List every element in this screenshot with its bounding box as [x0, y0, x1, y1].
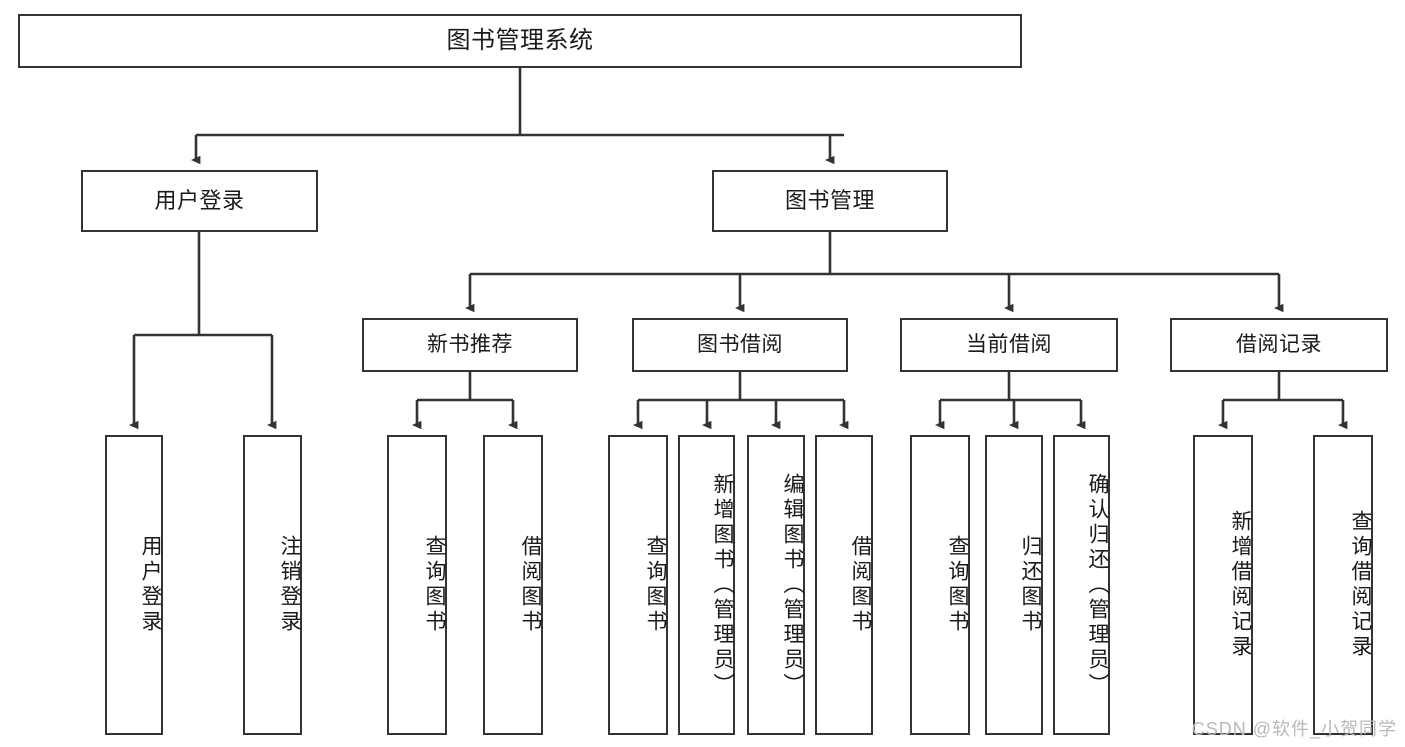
node-leaf-borrow-book-2[interactable]: 借阅图书 [815, 435, 873, 735]
node-leaf-query-book-2-label: 查询图书 [644, 535, 667, 635]
node-leaf-add-book[interactable]: 新增图书（管理员） [678, 435, 735, 735]
node-leaf-query-book-1[interactable]: 查询图书 [387, 435, 447, 735]
node-leaf-user-login-label: 用户登录 [139, 535, 162, 635]
node-borrow-record[interactable]: 借阅记录 [1170, 318, 1388, 372]
node-leaf-add-record[interactable]: 新增借阅记录 [1193, 435, 1253, 735]
node-book-borrow-label: 图书借阅 [697, 333, 783, 357]
node-leaf-borrow-book-2-label: 借阅图书 [849, 535, 872, 635]
node-leaf-confirm-return[interactable]: 确认归还（管理员） [1053, 435, 1110, 735]
node-leaf-add-book-label: 新增图书（管理员） [711, 473, 734, 698]
node-leaf-borrow-book-1-label: 借阅图书 [519, 535, 542, 635]
node-leaf-confirm-return-label: 确认归还（管理员） [1086, 473, 1109, 698]
node-borrow-record-label: 借阅记录 [1236, 333, 1322, 357]
node-book-manage-label: 图书管理 [784, 187, 875, 213]
node-root-label: 图书管理系统 [446, 26, 594, 54]
node-leaf-query-record-label: 查询借阅记录 [1349, 510, 1372, 660]
node-current-borrow[interactable]: 当前借阅 [900, 318, 1118, 372]
node-leaf-query-book-3-label: 查询图书 [946, 535, 969, 635]
node-new-book-rec[interactable]: 新书推荐 [362, 318, 578, 372]
node-leaf-query-record[interactable]: 查询借阅记录 [1313, 435, 1373, 735]
node-leaf-logout-label: 注销登录 [278, 535, 301, 635]
node-leaf-logout[interactable]: 注销登录 [243, 435, 302, 735]
node-leaf-user-login[interactable]: 用户登录 [105, 435, 163, 735]
node-leaf-query-book-1-label: 查询图书 [423, 535, 446, 635]
node-user-login[interactable]: 用户登录 [81, 170, 318, 232]
node-new-book-rec-label: 新书推荐 [427, 333, 513, 357]
node-user-login-label: 用户登录 [154, 187, 245, 213]
node-leaf-edit-book[interactable]: 编辑图书（管理员） [747, 435, 805, 735]
node-leaf-return-book-label: 归还图书 [1019, 535, 1042, 635]
node-root[interactable]: 图书管理系统 [18, 14, 1022, 68]
node-book-borrow[interactable]: 图书借阅 [632, 318, 848, 372]
node-leaf-return-book[interactable]: 归还图书 [985, 435, 1043, 735]
node-leaf-add-record-label: 新增借阅记录 [1229, 510, 1252, 660]
node-current-borrow-label: 当前借阅 [966, 333, 1052, 357]
node-leaf-query-book-2[interactable]: 查询图书 [608, 435, 668, 735]
node-leaf-borrow-book-1[interactable]: 借阅图书 [483, 435, 543, 735]
node-leaf-edit-book-label: 编辑图书（管理员） [781, 473, 804, 698]
node-book-manage[interactable]: 图书管理 [712, 170, 948, 232]
watermark-text: CSDN @软件_小贺同学 [1191, 719, 1397, 739]
node-leaf-query-book-3[interactable]: 查询图书 [910, 435, 970, 735]
